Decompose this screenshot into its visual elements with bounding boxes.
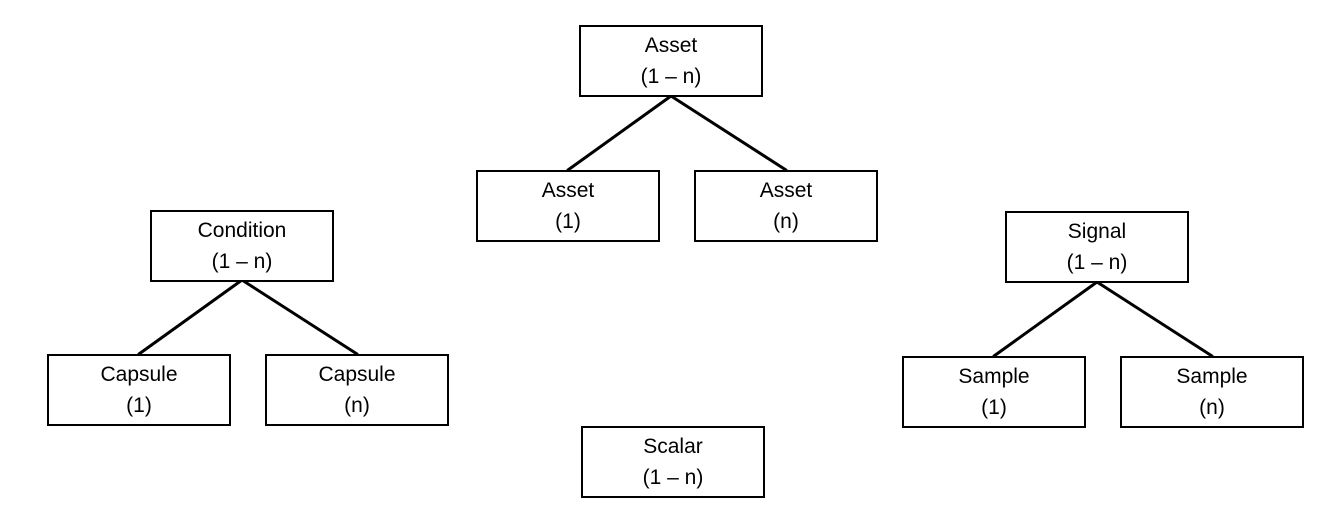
node-label: Capsule: [318, 363, 396, 386]
edge-asset-root-to-asset-one: [566, 94, 673, 172]
node-label: Asset: [644, 34, 698, 57]
node-label: Signal: [1067, 220, 1127, 243]
node-multiplicity: (1 – n): [211, 250, 273, 273]
node-sample-many: Sample (n): [1120, 356, 1304, 428]
node-multiplicity: (n): [344, 394, 370, 417]
edge-condition-root-to-capsule-one: [137, 278, 244, 356]
node-capsule-one: Capsule (1): [47, 354, 231, 426]
node-capsule-many: Capsule (n): [265, 354, 449, 426]
node-condition-root: Condition (1 – n): [150, 210, 334, 282]
node-multiplicity: (1): [981, 396, 1007, 419]
node-sample-one: Sample (1): [902, 356, 1086, 428]
node-multiplicity: (1 – n): [1066, 251, 1128, 274]
node-signal-root: Signal (1 – n): [1005, 211, 1189, 283]
node-multiplicity: (1): [126, 394, 152, 417]
node-label: Sample: [1176, 365, 1248, 388]
edge-asset-root-to-asset-many: [669, 94, 788, 172]
node-label: Asset: [759, 179, 813, 202]
node-multiplicity: (n): [1199, 396, 1225, 419]
edge-condition-root-to-capsule-many: [240, 278, 359, 356]
node-label: Sample: [958, 365, 1030, 388]
node-label: Asset: [541, 179, 595, 202]
node-multiplicity: (1 – n): [642, 466, 704, 489]
node-multiplicity: (1): [555, 210, 581, 233]
node-scalar: Scalar (1 – n): [581, 426, 765, 498]
node-multiplicity: (1 – n): [640, 65, 702, 88]
node-label: Scalar: [643, 435, 703, 458]
node-multiplicity: (n): [773, 210, 799, 233]
node-label: Capsule: [100, 363, 178, 386]
node-asset-root: Asset (1 – n): [579, 25, 763, 97]
edge-signal-root-to-sample-one: [992, 280, 1099, 358]
edge-signal-root-to-sample-many: [1095, 280, 1214, 358]
node-label: Condition: [197, 219, 287, 242]
node-asset-one: Asset (1): [476, 170, 660, 242]
node-asset-many: Asset (n): [694, 170, 878, 242]
